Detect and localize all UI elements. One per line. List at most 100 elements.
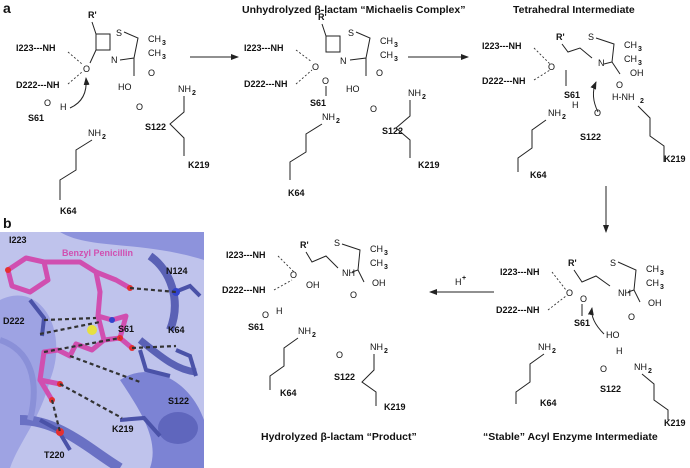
svg-text:O: O bbox=[370, 104, 377, 114]
svg-text:2: 2 bbox=[562, 114, 566, 121]
svg-text:CH: CH bbox=[624, 54, 637, 64]
svg-text:H-NH: H-NH bbox=[612, 92, 635, 102]
svg-text:S122: S122 bbox=[334, 372, 355, 382]
svg-text:NH: NH bbox=[298, 326, 311, 336]
s1-k64-label: K64 bbox=[60, 206, 77, 216]
svg-text:+: + bbox=[462, 275, 466, 282]
svg-text:NH: NH bbox=[618, 288, 631, 298]
svg-text:CH: CH bbox=[370, 258, 383, 268]
svg-text:3: 3 bbox=[162, 40, 166, 47]
svg-text:CH: CH bbox=[646, 278, 659, 288]
svg-text:D222---NH: D222---NH bbox=[244, 79, 288, 89]
svg-text:S: S bbox=[588, 32, 594, 42]
svg-text:OH: OH bbox=[648, 298, 662, 308]
svg-text:H: H bbox=[616, 346, 623, 356]
svg-text:I223---NH: I223---NH bbox=[226, 250, 266, 260]
svg-text:2: 2 bbox=[552, 348, 556, 355]
svg-text:NH: NH bbox=[342, 268, 355, 278]
svg-text:NH: NH bbox=[634, 362, 647, 372]
svg-text:O: O bbox=[44, 98, 51, 108]
proton-label: H + bbox=[455, 275, 466, 287]
scheme-3: I223---NH D222---NH O R' S N CH 3 CH 3 O… bbox=[482, 32, 686, 180]
svg-text:O: O bbox=[136, 102, 143, 112]
svg-text:O: O bbox=[322, 76, 329, 86]
svg-text:NH: NH bbox=[322, 112, 335, 122]
svg-text:S122: S122 bbox=[580, 132, 601, 142]
svg-text:OH: OH bbox=[306, 280, 320, 290]
struct-label-ligand: Benzyl Penicillin bbox=[62, 248, 133, 258]
svg-text:2: 2 bbox=[312, 332, 316, 339]
svg-text:S: S bbox=[334, 238, 340, 248]
svg-text:NH: NH bbox=[178, 84, 191, 94]
svg-text:K64: K64 bbox=[540, 398, 557, 408]
svg-text:H: H bbox=[572, 100, 579, 110]
svg-text:2: 2 bbox=[336, 118, 340, 125]
svg-text:S122: S122 bbox=[600, 384, 621, 394]
scheme-5: I223---NH D222---NH O R' S NH CH 3 CH 3 … bbox=[222, 238, 406, 412]
svg-text:3: 3 bbox=[660, 270, 664, 277]
svg-text:K219: K219 bbox=[664, 418, 686, 428]
svg-text:CH: CH bbox=[380, 50, 393, 60]
svg-text:K64: K64 bbox=[288, 188, 305, 198]
svg-text:NH: NH bbox=[370, 342, 383, 352]
svg-text:O: O bbox=[616, 80, 623, 90]
svg-text:S61: S61 bbox=[564, 90, 580, 100]
svg-text:H: H bbox=[276, 306, 283, 316]
svg-text:K64: K64 bbox=[280, 388, 297, 398]
struct-label-i223: I223 bbox=[9, 235, 27, 245]
scheme-1: I223---NH D222---NH O R' S N CH 3 CH 3 O… bbox=[16, 10, 210, 216]
svg-text:K219: K219 bbox=[418, 160, 440, 170]
svg-text:3: 3 bbox=[660, 284, 664, 291]
svg-text:S61: S61 bbox=[248, 322, 264, 332]
svg-text:HO: HO bbox=[346, 84, 360, 94]
svg-text:NH: NH bbox=[538, 342, 551, 352]
struct-label-n124: N124 bbox=[166, 266, 188, 276]
svg-text:S61: S61 bbox=[310, 98, 326, 108]
svg-text:O: O bbox=[336, 350, 343, 360]
title-tetrahedral: Tetrahedral Intermediate bbox=[513, 4, 635, 16]
svg-text:O: O bbox=[566, 288, 573, 298]
svg-text:O: O bbox=[350, 290, 357, 300]
svg-text:CH: CH bbox=[148, 48, 161, 58]
svg-text:CH: CH bbox=[148, 34, 161, 44]
svg-text:3: 3 bbox=[384, 264, 388, 271]
svg-text:R': R' bbox=[318, 12, 327, 22]
svg-text:N: N bbox=[598, 58, 605, 68]
svg-text:CH: CH bbox=[370, 244, 383, 254]
svg-text:2: 2 bbox=[640, 98, 644, 105]
s1-d222-label: D222---NH bbox=[16, 80, 60, 90]
svg-text:O: O bbox=[580, 294, 587, 304]
s1-s61-label: S61 bbox=[28, 113, 44, 123]
svg-text:O: O bbox=[262, 310, 269, 320]
svg-text:HO: HO bbox=[606, 330, 620, 340]
svg-text:O: O bbox=[290, 270, 297, 280]
svg-text:2: 2 bbox=[192, 90, 196, 97]
struct-label-s61: S61 bbox=[118, 324, 134, 334]
s1-s122-label: S122 bbox=[145, 122, 166, 132]
svg-text:2: 2 bbox=[384, 348, 388, 355]
protein-structure-panel: I223 Benzyl Penicillin N124 D222 S61 K64… bbox=[0, 232, 204, 468]
svg-text:CH: CH bbox=[624, 40, 637, 50]
svg-text:H: H bbox=[60, 102, 67, 112]
s1-carbonyl-o: O bbox=[83, 64, 90, 74]
panel-a-letter: a bbox=[3, 0, 11, 16]
struct-label-t220: T220 bbox=[44, 450, 65, 460]
svg-text:S: S bbox=[610, 258, 616, 268]
svg-text:R': R' bbox=[88, 10, 97, 20]
svg-text:3: 3 bbox=[638, 60, 642, 67]
title-michaelis: Unhydrolyzed β-lactam “Michaelis Complex… bbox=[242, 4, 465, 16]
svg-text:S61: S61 bbox=[574, 318, 590, 328]
svg-text:I223---NH: I223---NH bbox=[244, 43, 284, 53]
svg-text:CH: CH bbox=[380, 36, 393, 46]
s1-i223-label: I223---NH bbox=[16, 43, 56, 53]
svg-text:D222---NH: D222---NH bbox=[222, 285, 266, 295]
svg-text:D222---NH: D222---NH bbox=[482, 76, 526, 86]
svg-text:2: 2 bbox=[102, 134, 106, 141]
svg-text:CH: CH bbox=[646, 264, 659, 274]
svg-text:2: 2 bbox=[648, 368, 652, 375]
svg-text:3: 3 bbox=[394, 42, 398, 49]
struct-label-d222: D222 bbox=[3, 316, 25, 326]
svg-text:K64: K64 bbox=[530, 170, 547, 180]
svg-text:R': R' bbox=[556, 32, 565, 42]
